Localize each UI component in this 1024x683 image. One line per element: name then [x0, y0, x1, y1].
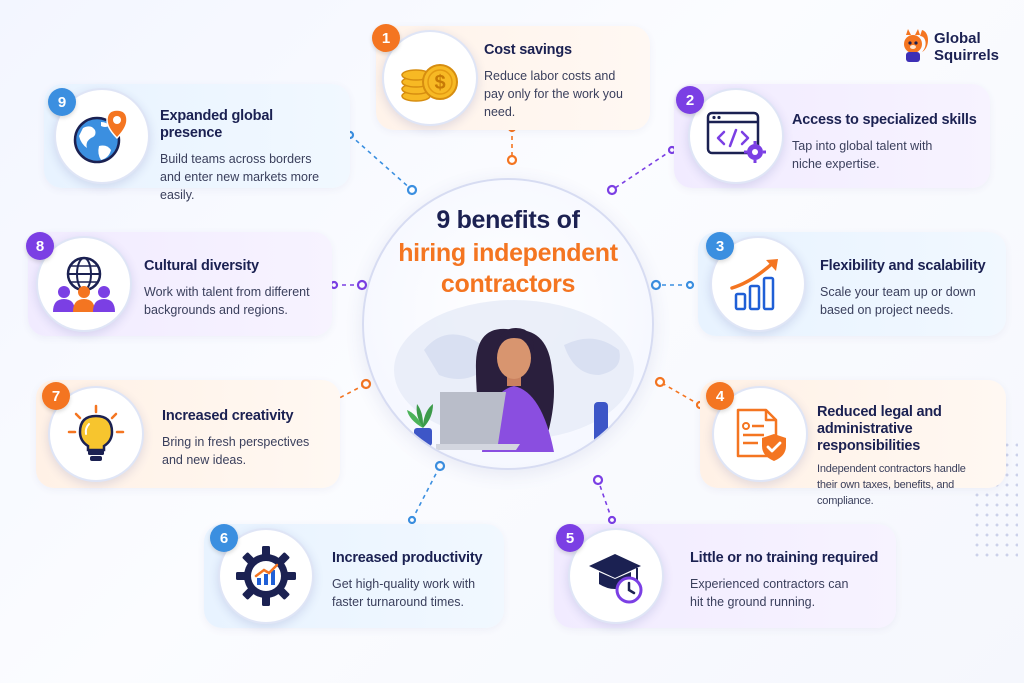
benefit-number-badge: 4: [706, 382, 734, 410]
svg-text:$: $: [434, 72, 445, 94]
coins-dollar-icon: $: [401, 64, 458, 102]
growth-chart-icon: [730, 259, 778, 311]
benefit-text: Flexibility and scalability Scale your t…: [820, 258, 994, 319]
document-shield-icon: [736, 408, 786, 461]
benefit-text: Increased productivity Get high-quality …: [332, 550, 492, 611]
benefit-card-8: 8 Cultural diversity Work with talent fr…: [26, 232, 332, 336]
benefit-description-line1: Get high-quality work with: [332, 577, 476, 591]
brand-name-line2: Squirrels: [934, 47, 1000, 64]
benefit-text: Cost savings Reduce labor costs and pay …: [484, 42, 638, 121]
benefit-description-line2: hit the ground running.: [690, 595, 816, 609]
graduation-cap-clock-icon: [589, 554, 643, 604]
code-window-gear-icon: [706, 111, 766, 163]
benefit-title: Cultural diversity: [144, 258, 259, 274]
benefit-title: Flexibility and scalability: [820, 258, 986, 274]
benefit-description-line1: Reduce labor costs and: [484, 69, 616, 83]
benefit-icon-circle: [710, 236, 806, 332]
benefit-card-5: 5 Little or no training required Experie…: [554, 524, 896, 628]
benefit-description-line1: Tap into global talent with: [792, 139, 933, 153]
benefit-card-4: 4 Reduced legal and administrative respo…: [700, 380, 1006, 507]
center-title-line1: 9 benefits of: [436, 206, 580, 234]
benefit-number-badge: 9: [48, 88, 76, 116]
benefit-icon-circle: [712, 386, 808, 482]
brand-name-line1: Global: [934, 30, 981, 47]
benefit-title: Increased creativity: [162, 408, 294, 424]
benefit-description-line2: pay only for the work you need.: [484, 87, 623, 119]
center-title-line3: contractors: [440, 270, 576, 298]
benefit-text: Reduced legal and administrative respons…: [817, 404, 1002, 509]
benefit-number-badge: 2: [676, 86, 704, 114]
brand-logo: Global Squirrels: [900, 26, 1010, 70]
benefit-title-line1: Reduced legal and: [817, 404, 942, 420]
benefit-description-line1: Build teams across borders: [160, 152, 312, 166]
woman-laptop-illustration: [394, 300, 634, 452]
benefit-text: Increased creativity Bring in fresh pers…: [162, 408, 328, 469]
benefit-description-line2: backgrounds and regions.: [144, 303, 288, 317]
globe-people-icon: [53, 256, 115, 312]
benefit-card-9: 9 Expanded global presence Build teams a…: [44, 84, 350, 202]
gear-chart-icon: [236, 546, 296, 606]
benefit-card-3: 3 Flexibility and scalability Scale your…: [698, 232, 1006, 336]
benefit-text: Access to specialized skills Tap into gl…: [792, 112, 978, 173]
benefit-card-6: 6 Increased productivity Get high-qualit…: [204, 524, 504, 628]
benefit-icon-circle: $: [382, 30, 478, 126]
benefit-number-badge: 3: [706, 232, 734, 260]
benefit-number-badge: 8: [26, 232, 54, 260]
benefit-title-line2: administrative responsibilities: [817, 421, 921, 454]
benefit-card-2: 2 Access to specialized skills Tap into …: [674, 84, 990, 188]
benefit-title: Cost savings: [484, 42, 572, 58]
benefit-description-line1: Bring in fresh perspectives: [162, 435, 310, 449]
benefit-description-line2: niche expertise.: [792, 157, 880, 171]
lightbulb-icon: [67, 404, 125, 461]
benefit-icon-circle: [36, 236, 132, 332]
benefit-description-line1: Experienced contractors can: [690, 577, 849, 591]
benefit-number-badge: 5: [556, 524, 584, 552]
benefit-icon-circle: [688, 88, 784, 184]
benefit-title: Increased productivity: [332, 550, 483, 566]
center-hero: 9 benefits of hiring independent contrac…: [362, 178, 654, 470]
benefit-description-line2: based on project needs.: [820, 303, 954, 317]
benefit-number-badge: 6: [210, 524, 238, 552]
benefit-description-line2: and enter new markets more easily.: [160, 170, 320, 202]
globe-pin-icon: [73, 109, 128, 164]
benefit-title: Expanded global presence: [160, 108, 274, 141]
center-title-line2: hiring independent: [398, 239, 618, 267]
benefit-description-line1: Work with talent from different: [144, 285, 310, 299]
benefit-title: Reduced legal and administrative respons…: [817, 404, 1002, 455]
squirrel-mascot-icon: [904, 29, 928, 62]
center-title-highlight: hiring independent contractors: [364, 238, 652, 300]
benefit-card-1: $ 1 Cost savings Reduce labor costs and …: [372, 24, 650, 130]
benefit-text: Little or no training required Experienc…: [690, 550, 884, 611]
benefit-card-7: 7 Increased creativity Bring in fresh pe…: [36, 380, 340, 488]
benefit-icon-circle: [48, 386, 144, 482]
benefit-icon-circle: [54, 88, 150, 184]
benefit-title: Little or no training required: [690, 550, 879, 566]
benefit-description-line2: faster turnaround times.: [332, 595, 465, 609]
benefit-description-line2: their own taxes, benefits, and complianc…: [817, 479, 955, 507]
benefit-number-badge: 7: [42, 382, 70, 410]
benefit-description-line2: and new ideas.: [162, 453, 247, 467]
benefit-icon-circle: [568, 528, 664, 624]
benefit-description-line1: Independent contractors handle: [817, 463, 966, 475]
benefit-description-line1: Scale your team up or down: [820, 285, 976, 299]
benefit-text: Cultural diversity Work with talent from…: [144, 258, 320, 319]
benefit-text: Expanded global presence Build teams acr…: [160, 108, 338, 204]
benefit-number-badge: 1: [372, 24, 400, 52]
benefit-title: Access to specialized skills: [792, 112, 977, 128]
